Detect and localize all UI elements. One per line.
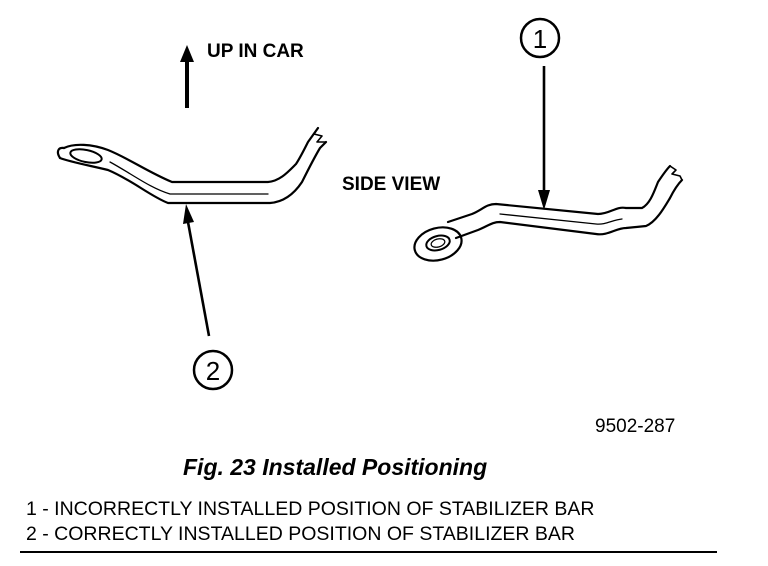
svg-text:2: 2 xyxy=(206,356,220,386)
bottom-divider xyxy=(20,551,717,553)
callout-2-leader xyxy=(183,204,211,337)
legend-item-1: 1 - INCORRECTLY INSTALLED POSITION OF ST… xyxy=(26,498,595,520)
callout-2-badge: 2 xyxy=(192,349,234,391)
figure-id: 9502-287 xyxy=(595,416,675,437)
figure-caption: Fig. 23 Installed Positioning xyxy=(183,454,488,480)
callout-legend: 1 - INCORRECTLY INSTALLED POSITION OF ST… xyxy=(26,497,595,547)
side-view-label: SIDE VIEW xyxy=(342,174,440,195)
svg-text:1: 1 xyxy=(533,24,547,54)
up-in-car-label: UP IN CAR xyxy=(207,41,304,62)
callout-1-badge: 1 xyxy=(519,17,561,59)
incorrect-stabilizer-bar xyxy=(413,164,684,262)
correct-stabilizer-bar xyxy=(56,126,328,205)
legend-item-2: 2 - CORRECTLY INSTALLED POSITION OF STAB… xyxy=(26,523,575,545)
up-arrow-icon xyxy=(180,45,194,108)
callout-1-leader xyxy=(538,66,550,210)
